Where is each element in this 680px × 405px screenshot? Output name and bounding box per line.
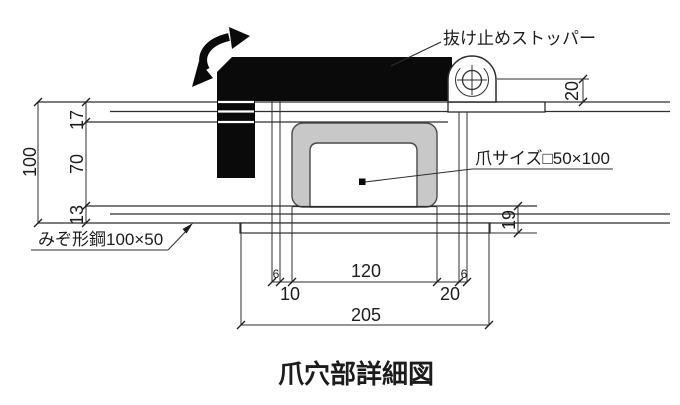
tick	[81, 218, 91, 228]
tick	[432, 277, 442, 287]
dimension-ticks	[33, 74, 588, 330]
claw-size-leader	[364, 168, 473, 183]
dim-edge-left: 10	[280, 284, 300, 304]
dim-gap-left: 6	[273, 267, 280, 281]
tick	[81, 117, 91, 127]
tick	[275, 277, 285, 287]
hole-inner-opening	[309, 142, 418, 208]
tick	[33, 218, 43, 228]
tick	[236, 320, 246, 330]
tick	[462, 277, 472, 287]
leader-lines	[31, 41, 613, 251]
rotation-arrowhead-lower	[192, 61, 213, 87]
rotation-arrowhead-upper	[229, 27, 250, 49]
text-labels: 抜け止めストッパー 爪サイズ□50×100 みぞ形鋼100×50 爪穴部詳細図	[38, 29, 610, 389]
stopper-leader	[390, 41, 442, 67]
tick	[267, 277, 277, 287]
dimension-values: 100 17 70 13 20 19 6 10 120 20 6 205	[20, 81, 582, 325]
extension-lines	[240, 78, 589, 325]
claw-hook-body	[217, 57, 452, 178]
dim-stopper-plate-depth: 19	[499, 210, 519, 230]
dim-hole-width: 120	[351, 261, 381, 281]
channel-leader-arrowhead	[182, 223, 193, 234]
tick	[578, 97, 588, 107]
tick	[513, 228, 523, 238]
dim-web: 70	[67, 154, 87, 174]
dim-bottom-flange: 13	[67, 205, 87, 225]
claw-size-leader-dot	[359, 178, 366, 185]
claw-hook	[217, 57, 452, 178]
channel-steel-outline	[38, 101, 670, 224]
tick	[33, 97, 43, 107]
rotation-arrow-shaft	[199, 33, 231, 72]
claw-hole	[291, 122, 438, 208]
stopper-label: 抜け止めストッパー	[443, 29, 596, 48]
tick	[81, 97, 91, 107]
tick	[484, 320, 494, 330]
dim-gap-right: 6	[461, 267, 468, 281]
dim-top-flange: 17	[67, 110, 87, 130]
tick	[454, 277, 464, 287]
channel-steel-label: みぞ形鋼100×50	[38, 230, 163, 249]
claw-size-label: 爪サイズ□50×100	[475, 149, 610, 168]
bottom-plate	[239, 222, 491, 234]
dim-edge-right: 20	[440, 284, 460, 304]
tick	[578, 74, 588, 84]
hinge-pivot	[447, 55, 546, 113]
tick	[81, 201, 91, 211]
dim-overall-height: 100	[20, 147, 40, 177]
hinge-base-plate	[447, 101, 546, 113]
tick	[513, 201, 523, 211]
drawing-title: 爪穴部詳細図	[278, 359, 434, 389]
tick	[287, 277, 297, 287]
dim-plate-width: 205	[351, 305, 381, 325]
rotation-arrow	[192, 27, 250, 87]
dim-pivot-offset: 20	[562, 81, 582, 101]
hinge-swing-arc	[455, 67, 489, 97]
